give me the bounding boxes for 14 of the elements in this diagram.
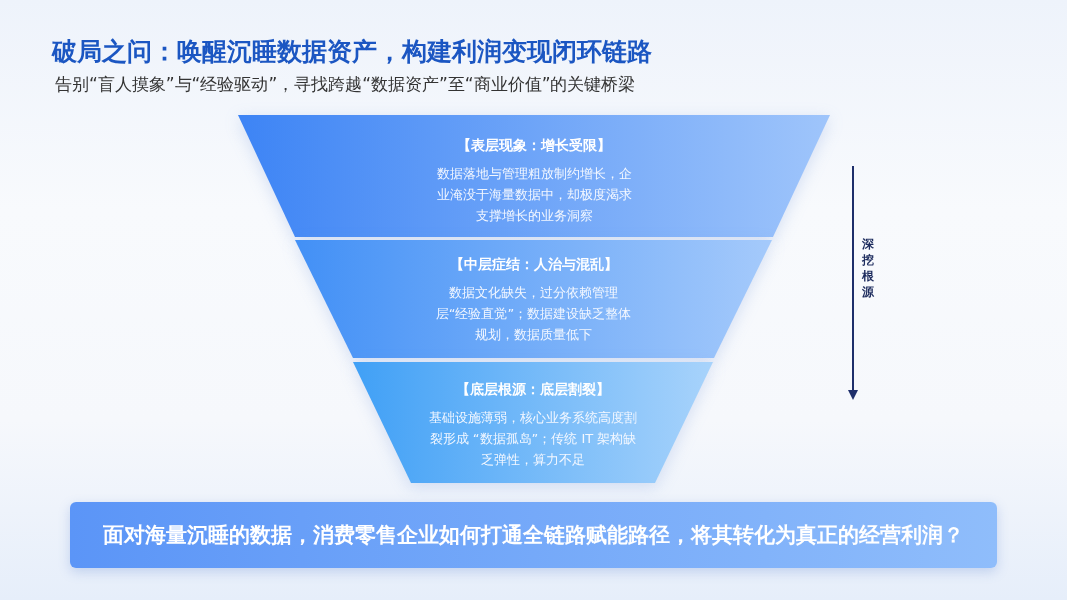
question-text: 面对海量沉睡的数据，消费零售企业如何打通全链路赋能路径，将其转化为真正的经营利润？: [103, 522, 964, 549]
funnel-layer: [295, 240, 772, 358]
arrow-label: 深挖根源: [861, 236, 874, 300]
layer-heading: 【底层根源：底层割裂】: [456, 380, 610, 398]
layer-description: 基础设施薄弱，核心业务系统高度割裂形成 “数据孤岛”；传统 IT 架构缺乏弹性，算力不足: [428, 409, 638, 469]
funnel-layer: [353, 362, 713, 483]
layer-heading: 【表层现象：增长受限】: [457, 136, 611, 154]
layer-description: 数据文化缺失，过分依赖管理层“经验直觉”；数据建设缺乏整体规划，数据质量低下: [434, 284, 633, 344]
subtitle: 告别“盲人摸象”与“经验驱动”，寻找跨越“数据资产”至“商业价值”的关键桥梁: [55, 73, 636, 95]
layer-heading: 【中层症结：人治与混乱】: [449, 255, 618, 273]
slide-title: 破局之问：唤醒沉睡数据资产，构建利润变现闭环链路: [52, 36, 652, 68]
layer-description: 数据落地与管理粗放制约增长，企业淹没于海量数据中，却极度渴求支撑增长的业务洞察: [435, 165, 633, 225]
question-banner: [70, 502, 997, 568]
funnel-layer: [238, 115, 830, 237]
